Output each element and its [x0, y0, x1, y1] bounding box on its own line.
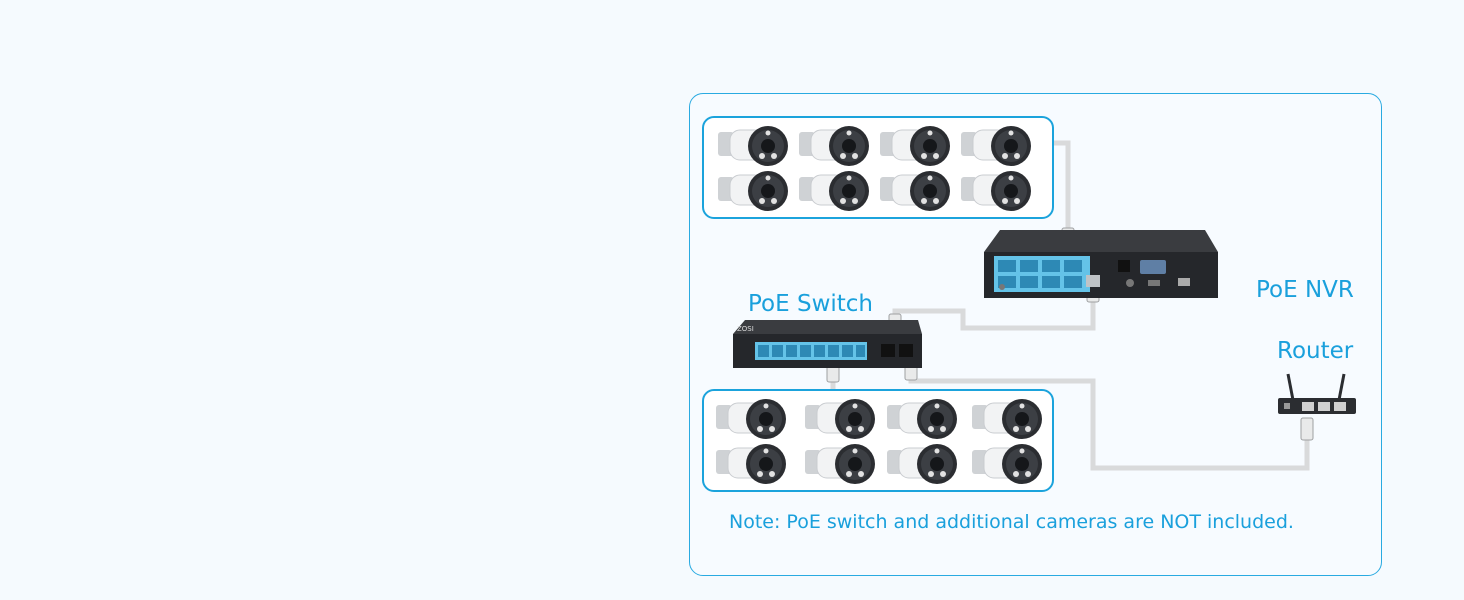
- bullet-camera-icon: [714, 397, 790, 448]
- note-text: Note: PoE switch and additional cameras …: [729, 511, 1294, 533]
- bullet-camera-icon: [716, 169, 792, 220]
- svg-text:ZOSI: ZOSI: [737, 325, 754, 333]
- bullet-camera-icon: [714, 442, 790, 493]
- bullet-camera-icon: [797, 169, 873, 220]
- bullet-camera-icon: [803, 442, 879, 493]
- bullet-camera-icon: [885, 442, 961, 493]
- bullet-camera-icon: [970, 397, 1046, 448]
- bullet-camera-icon: [878, 124, 954, 175]
- poe-switch-icon: ZOSI: [733, 320, 923, 368]
- bullet-camera-icon: [959, 124, 1035, 175]
- poe-nvr-label: PoE NVR: [1256, 277, 1354, 303]
- bullet-camera-icon: [959, 169, 1035, 220]
- bullet-camera-icon: [970, 442, 1046, 493]
- bullet-camera-icon: [878, 169, 954, 220]
- nvr-icon: [980, 230, 1220, 298]
- router-icon: [1276, 372, 1358, 416]
- bullet-camera-icon: [797, 124, 873, 175]
- bullet-camera-icon: [803, 397, 879, 448]
- bullet-camera-icon: [885, 397, 961, 448]
- bullet-camera-icon: [716, 124, 792, 175]
- poe-switch-label: PoE Switch: [748, 291, 873, 317]
- router-label: Router: [1277, 338, 1353, 364]
